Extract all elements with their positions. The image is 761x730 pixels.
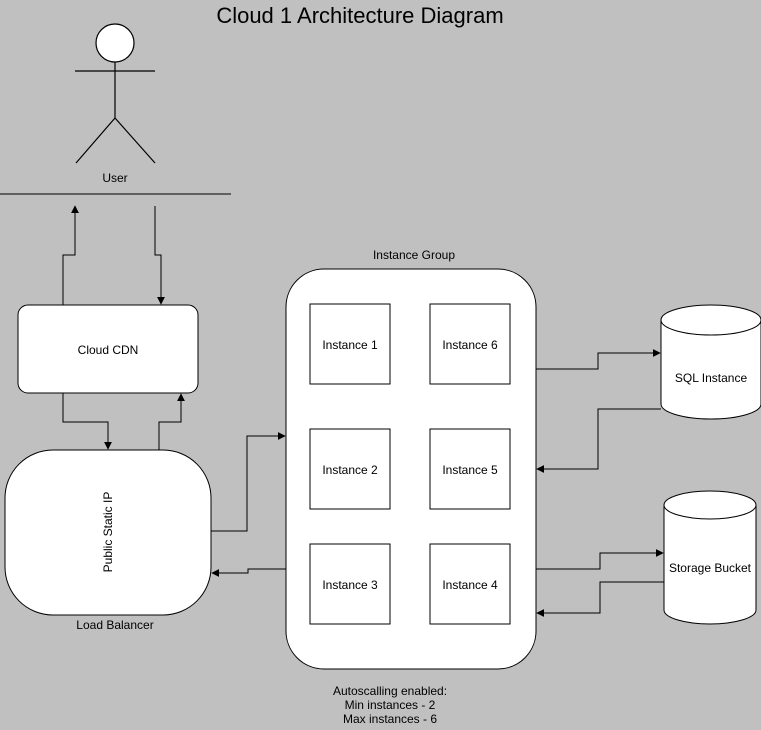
instance-label: Instance 5	[442, 463, 498, 477]
autoscaling-note-line2: Min instances - 2	[345, 698, 436, 712]
storage-to-instance-group-arrow	[536, 581, 664, 617]
user-label: User	[102, 171, 127, 185]
instance-group-to-lb-arrow	[211, 568, 286, 577]
sql-instance-cylinder[interactable]	[660, 304, 761, 420]
page-title: Cloud 1 Architecture Diagram	[216, 3, 503, 28]
cdn-to-user-arrow	[62, 205, 79, 305]
autoscaling-note-line3: Max instances - 6	[343, 712, 437, 726]
instance-label: Instance 6	[442, 338, 498, 352]
load-balancer-caption: Load Balancer	[76, 618, 153, 632]
instance-group-label: Instance Group	[373, 248, 455, 262]
user-to-cdn-arrow	[154, 206, 165, 305]
instance-group-to-sql-arrow	[536, 349, 661, 370]
public-static-ip-label: Public Static IP	[101, 492, 115, 573]
instance-label: Instance 1	[322, 338, 378, 352]
instance-box[interactable]	[309, 303, 391, 385]
storage-bucket-label: Storage Bucket	[669, 561, 752, 575]
autoscaling-note-line1: Autoscalling enabled:	[333, 684, 447, 698]
load-balancer-box[interactable]	[4, 449, 212, 616]
instance-box[interactable]	[309, 428, 391, 510]
instance-box[interactable]	[429, 428, 511, 510]
user-icon[interactable]	[75, 23, 156, 164]
cdn-to-lb-arrow	[62, 393, 112, 450]
instance-label: Instance 3	[322, 578, 378, 592]
instance-box[interactable]	[309, 543, 391, 625]
storage-bucket-cylinder[interactable]	[663, 490, 757, 625]
lb-to-cdn-arrow	[158, 393, 185, 450]
instance-group-to-storage-arrow	[536, 549, 664, 570]
sql-instance-label: SQL Instance	[675, 371, 748, 385]
instance-box[interactable]	[429, 543, 511, 625]
cloud-cdn-box[interactable]	[17, 304, 199, 394]
instance-label: Instance 2	[322, 463, 378, 477]
instance-box[interactable]	[429, 303, 511, 385]
instance-label: Instance 4	[442, 578, 498, 592]
cloud-cdn-label: Cloud CDN	[78, 343, 139, 357]
lb-to-instance-group-arrow	[211, 432, 286, 532]
sql-to-instance-group-arrow	[536, 408, 661, 473]
